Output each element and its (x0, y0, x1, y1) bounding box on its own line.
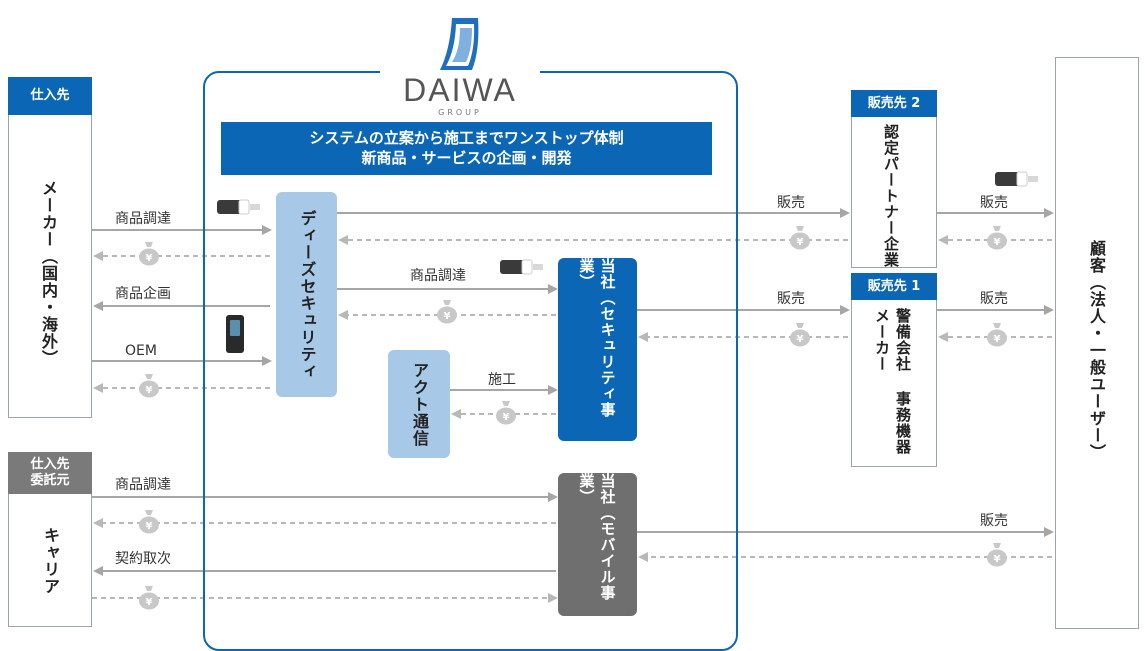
money-bag-yen-icon: ¥ (138, 584, 160, 610)
banner-line2: 新商品・サービスの企画・開発 (361, 149, 572, 167)
security-business-label: 当社（セキュリティ事業） (577, 258, 617, 418)
act-box: アクト通信 (388, 350, 450, 458)
money-bag-yen-icon: ¥ (138, 508, 160, 534)
supplier2-tag-line1: 仕入先 (30, 457, 70, 472)
flow-arrows (92, 208, 1054, 603)
label-sale4: 販売 (980, 291, 1008, 307)
svg-text:¥: ¥ (994, 554, 1001, 565)
supplier2-tag: 仕入先 委託元 (8, 452, 92, 494)
act-label: アクト通信 (410, 361, 429, 447)
customer-label: 顧客（法人・一般ユーザー） (1087, 240, 1106, 461)
label-contract: 契約取次 (115, 551, 171, 567)
svg-text:¥: ¥ (146, 385, 153, 396)
dees-security-label: ディーズセキュリティ (297, 209, 317, 380)
svg-text:¥: ¥ (994, 334, 1001, 345)
svg-text:¥: ¥ (994, 237, 1001, 248)
svg-text:¥: ¥ (146, 521, 153, 532)
partner-box (851, 90, 937, 268)
daiwa-logo-icon (440, 18, 479, 70)
partner-label: 認定パートナー企業 (882, 124, 900, 268)
label-sale1: 販売 (777, 195, 805, 211)
label-oem: OEM (125, 343, 157, 359)
label-sale3: 販売 (980, 195, 1008, 211)
face-recognition-terminal-icon (226, 315, 244, 353)
security-camera-icon (217, 196, 261, 218)
banner-line1: システムの立案から施工までワンストップ体制 (309, 129, 624, 147)
maker-box (8, 77, 92, 418)
money-bag-yen-icon: ¥ (986, 541, 1008, 567)
label-buy1: 商品調達 (115, 211, 171, 227)
maker-label: メーカー（国内・海外） (39, 180, 58, 367)
label-buy3: 商品調達 (115, 477, 171, 493)
label-sale2: 販売 (777, 291, 805, 307)
label-construction: 施工 (488, 372, 516, 388)
svg-text:¥: ¥ (503, 412, 510, 423)
money-bag-yen-icon: ¥ (138, 240, 160, 266)
security-camera-icon (995, 168, 1039, 190)
svg-text:¥: ¥ (146, 597, 153, 608)
security-business-box: 当社（セキュリティ事業） (558, 258, 637, 441)
dealer-label: 警備会社 事務機器メーカー (873, 308, 912, 455)
svg-text:¥: ¥ (797, 334, 804, 345)
logo-area: DAIWA GROUP (380, 10, 540, 122)
money-bag-yen-icon: ¥ (986, 321, 1008, 347)
label-plan: 商品企画 (115, 286, 171, 302)
security-camera-icon (500, 256, 544, 278)
mobile-business-label: 当社（モバイル事業） (577, 473, 617, 601)
dees-security-box: ディーズセキュリティ (276, 192, 337, 397)
supplier2-tag-line2: 委託元 (30, 473, 70, 488)
money-bag-yen-icon: ¥ (495, 399, 517, 425)
customer-box (1055, 57, 1139, 629)
banner: システムの立案から施工までワンストップ体制 新商品・サービスの企画・開発 (221, 122, 712, 175)
money-bag-yen-icon: ¥ (789, 224, 811, 250)
label-buy2: 商品調達 (410, 268, 466, 284)
money-bag-yen-icon: ¥ (986, 224, 1008, 250)
label-sale5: 販売 (980, 513, 1008, 529)
mobile-business-box: 当社（モバイル事業） (558, 473, 637, 616)
seller1-tag: 販売先 1 (851, 273, 937, 300)
money-bag-yen-icon: ¥ (789, 321, 811, 347)
logo-sub: GROUP (438, 108, 482, 117)
seller2-tag: 販売先 2 (851, 90, 937, 117)
logo-brand: DAIWA (403, 72, 517, 108)
svg-text:¥: ¥ (797, 237, 804, 248)
supplier-tag: 仕入先 (8, 77, 92, 115)
dealer-box (851, 273, 937, 467)
money-bag-yen-icon: ¥ (138, 372, 160, 398)
carrier-label: キャリア (41, 527, 60, 595)
svg-text:¥: ¥ (444, 311, 451, 322)
svg-text:¥: ¥ (146, 253, 153, 264)
money-bag-yen-icon: ¥ (436, 298, 458, 324)
